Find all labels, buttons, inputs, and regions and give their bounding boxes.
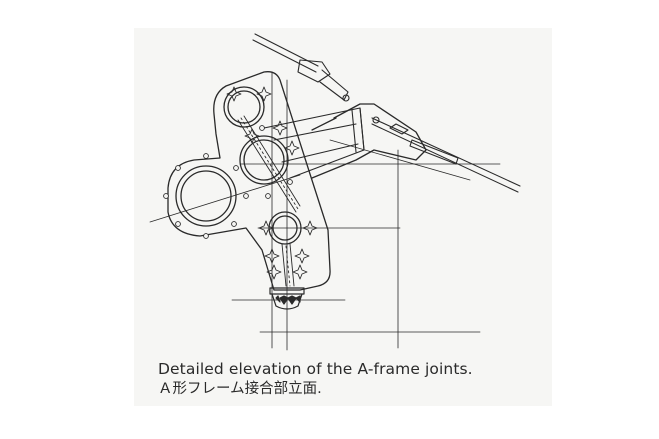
weld-markers <box>226 86 318 280</box>
lower-cable <box>371 116 521 193</box>
upper-cable <box>252 33 350 102</box>
chord-bar <box>237 115 301 287</box>
bottom-clevis <box>269 287 305 310</box>
left-pin <box>175 165 237 227</box>
diagonal-struts <box>263 107 365 179</box>
figure-caption: Detailed elevation of the A-frame joints… <box>158 359 548 399</box>
joint-pins <box>175 86 302 245</box>
construction-lines <box>149 71 501 351</box>
main-plate <box>167 71 331 291</box>
center-pin <box>239 135 289 185</box>
lower-pin <box>268 211 302 245</box>
drawing-sheet <box>134 28 552 406</box>
caption-english: Detailed elevation of the A-frame joints… <box>158 360 473 378</box>
caption-japanese: Ａ形フレーム接合部立面. <box>158 381 322 397</box>
upper-right-bracket <box>311 103 427 179</box>
top-pin <box>223 86 265 128</box>
bolt-holes <box>163 125 293 239</box>
